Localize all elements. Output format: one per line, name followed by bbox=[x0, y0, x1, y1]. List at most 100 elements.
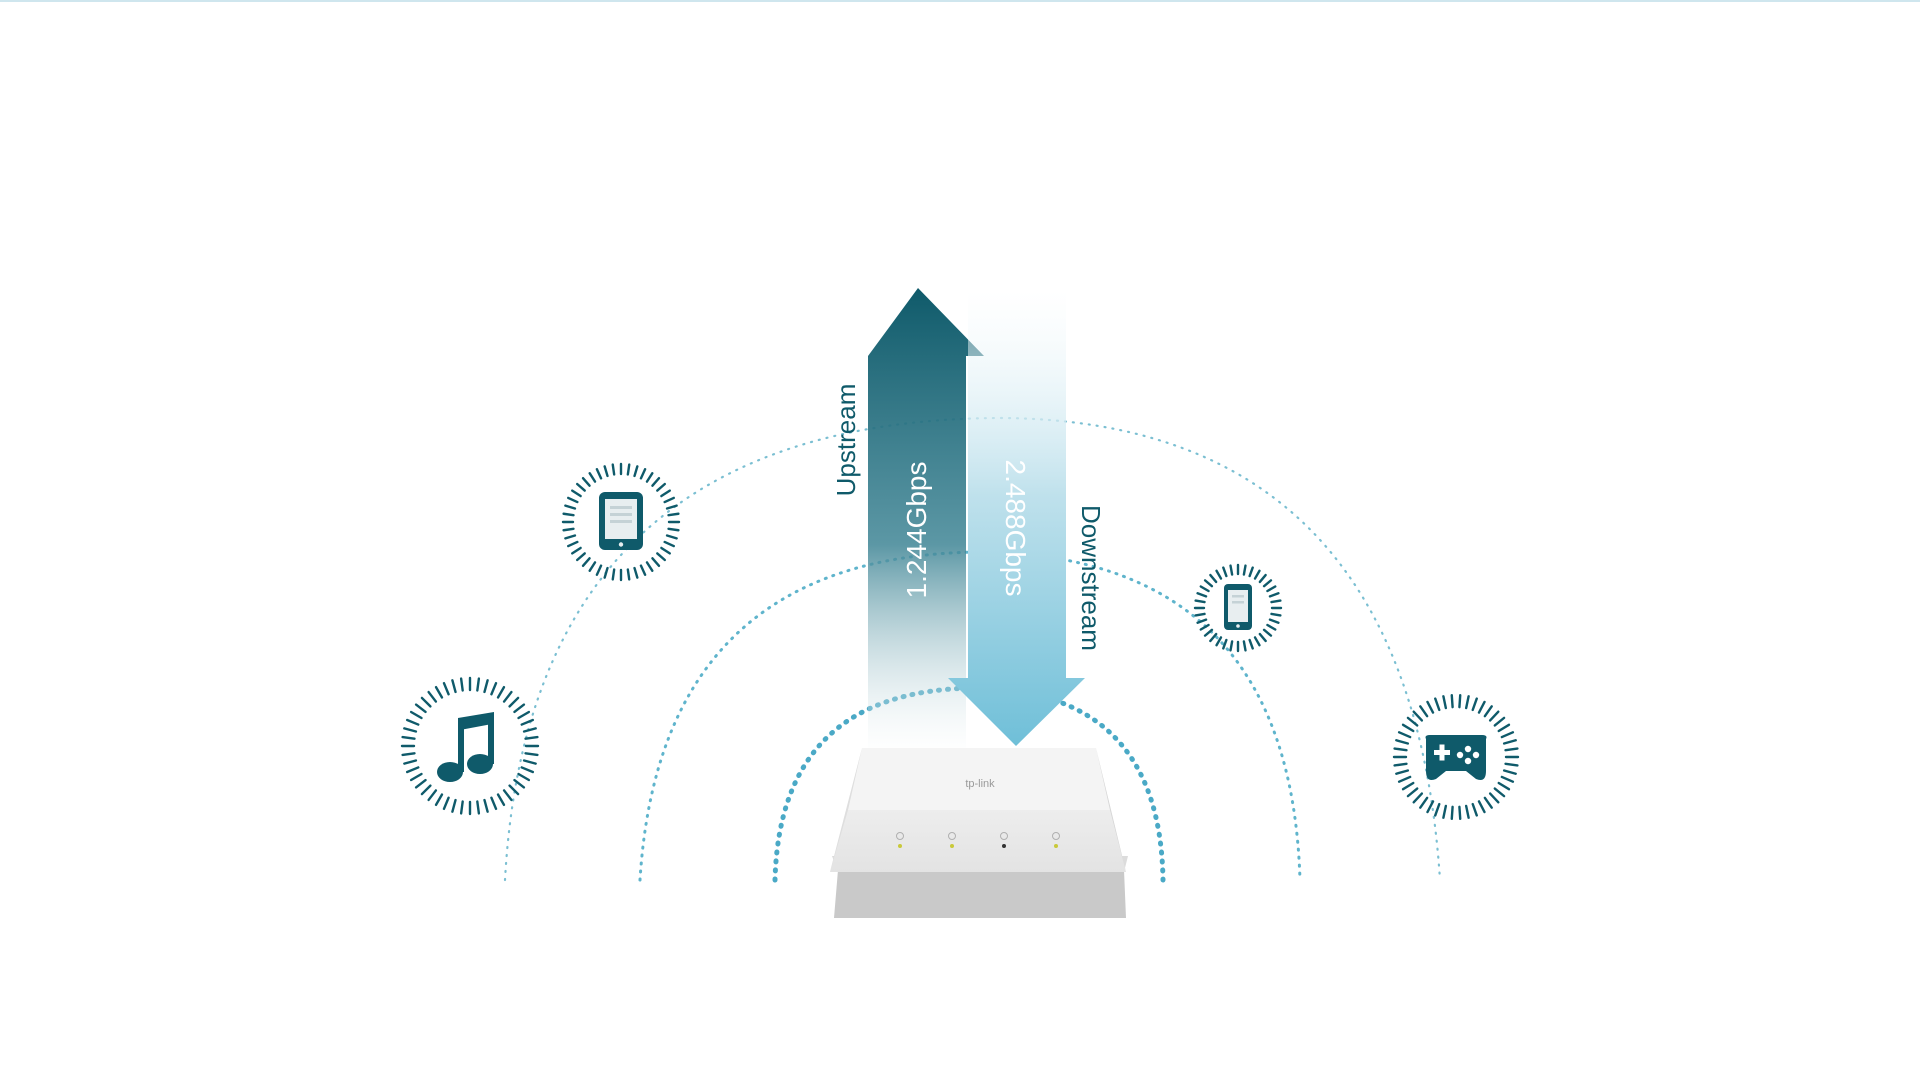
tick-mark bbox=[508, 784, 520, 796]
tick-mark bbox=[656, 552, 667, 562]
tick-mark bbox=[1497, 781, 1511, 791]
tick-mark bbox=[517, 710, 531, 720]
music-note-icon bbox=[437, 712, 494, 782]
tick-mark bbox=[1458, 693, 1462, 709]
tick-mark bbox=[502, 690, 513, 703]
tick-mark bbox=[1270, 599, 1282, 604]
tick-mark bbox=[564, 534, 577, 540]
tick-mark bbox=[1203, 628, 1214, 637]
tick-mark bbox=[522, 727, 537, 733]
tick-mark bbox=[581, 476, 591, 487]
tick-mark bbox=[663, 496, 675, 504]
router-brand: tp-link bbox=[965, 778, 995, 790]
tick-mark bbox=[595, 468, 603, 480]
downstream-label: Downstream bbox=[1076, 505, 1106, 651]
tick-mark bbox=[1471, 697, 1478, 712]
upstream-arrow: 1.244Gbps Upstream bbox=[831, 288, 984, 755]
tick-mark bbox=[1419, 705, 1429, 718]
tick-mark bbox=[665, 534, 678, 540]
tablet-device bbox=[561, 462, 681, 582]
tick-mark bbox=[651, 476, 661, 487]
tick-mark bbox=[451, 679, 457, 694]
tick-mark bbox=[1477, 800, 1486, 814]
tick-mark bbox=[434, 793, 444, 807]
tick-mark bbox=[1406, 716, 1419, 727]
los-led bbox=[1002, 844, 1006, 848]
top-border-line bbox=[0, 0, 1920, 2]
tick-mark bbox=[633, 566, 639, 579]
tick-mark bbox=[1258, 632, 1267, 643]
tick-mark bbox=[567, 496, 579, 504]
tick-mark bbox=[663, 540, 675, 548]
tick-mark bbox=[1464, 804, 1470, 819]
tick-mark bbox=[1497, 723, 1511, 733]
tick-mark bbox=[1397, 731, 1412, 739]
tick-mark bbox=[1477, 700, 1486, 714]
tick-mark bbox=[626, 463, 631, 476]
tick-mark bbox=[1266, 585, 1277, 593]
power-led bbox=[898, 844, 902, 848]
tick-mark bbox=[1266, 623, 1277, 631]
tick-mark bbox=[1419, 796, 1429, 809]
upstream-rate: 1.244Gbps bbox=[901, 462, 932, 599]
upstream-label: Upstream bbox=[831, 384, 861, 497]
tick-mark bbox=[1504, 762, 1519, 767]
tick-mark bbox=[420, 784, 432, 796]
tick-mark bbox=[508, 696, 520, 708]
tick-mark bbox=[564, 504, 577, 510]
tick-mark bbox=[1464, 695, 1470, 710]
tick-mark bbox=[575, 552, 586, 562]
tick-mark bbox=[1434, 697, 1441, 712]
tick-mark bbox=[502, 789, 513, 802]
tick-mark bbox=[517, 772, 531, 782]
tick-mark bbox=[476, 677, 481, 692]
tick-mark bbox=[611, 568, 616, 581]
tick-mark bbox=[1397, 775, 1412, 783]
tick-mark bbox=[1493, 787, 1506, 798]
gamepad-icon bbox=[1425, 735, 1487, 780]
tick-mark bbox=[1222, 638, 1228, 650]
downstream-arrow: 2.488Gbps Downstream bbox=[948, 290, 1106, 746]
tick-mark bbox=[660, 546, 671, 555]
smartphone-icon bbox=[1224, 584, 1252, 630]
tick-mark bbox=[1393, 747, 1408, 752]
tick-mark bbox=[581, 557, 591, 568]
tick-mark bbox=[1209, 632, 1218, 643]
gamepad-tick-ring bbox=[1392, 693, 1520, 821]
tick-mark bbox=[405, 718, 420, 726]
tick-mark bbox=[1268, 592, 1280, 598]
tick-mark bbox=[513, 778, 526, 789]
tick-mark bbox=[520, 766, 535, 774]
tick-mark bbox=[571, 546, 582, 555]
tick-mark bbox=[626, 568, 631, 581]
smartphone-tick-ring bbox=[1193, 563, 1283, 653]
tick-mark bbox=[667, 512, 680, 517]
tick-mark bbox=[442, 796, 450, 811]
tick-mark bbox=[1426, 800, 1435, 814]
router: tp-link bbox=[830, 748, 1128, 918]
tick-mark bbox=[1504, 747, 1519, 752]
tick-mark bbox=[1412, 710, 1424, 722]
tick-mark bbox=[1471, 802, 1478, 817]
tablet-icon bbox=[599, 492, 643, 550]
tick-mark bbox=[603, 566, 609, 579]
tick-mark bbox=[562, 512, 575, 517]
tick-mark bbox=[1502, 739, 1517, 745]
tick-mark bbox=[1500, 775, 1515, 783]
tick-mark bbox=[1229, 564, 1234, 576]
lan-led bbox=[1054, 844, 1058, 848]
tick-mark bbox=[1196, 592, 1208, 598]
tick-mark bbox=[1450, 805, 1454, 821]
tick-mark bbox=[451, 798, 457, 813]
tick-mark bbox=[1203, 579, 1214, 588]
tick-mark bbox=[1209, 573, 1218, 584]
tick-mark bbox=[1434, 802, 1441, 817]
tick-mark bbox=[1442, 695, 1448, 710]
tick-mark bbox=[490, 796, 498, 811]
gamepad-device bbox=[1392, 693, 1520, 821]
tick-mark bbox=[1488, 792, 1500, 804]
tick-mark bbox=[588, 561, 597, 572]
tick-mark bbox=[513, 703, 526, 714]
tick-mark bbox=[1253, 636, 1261, 647]
tick-mark bbox=[414, 703, 427, 714]
